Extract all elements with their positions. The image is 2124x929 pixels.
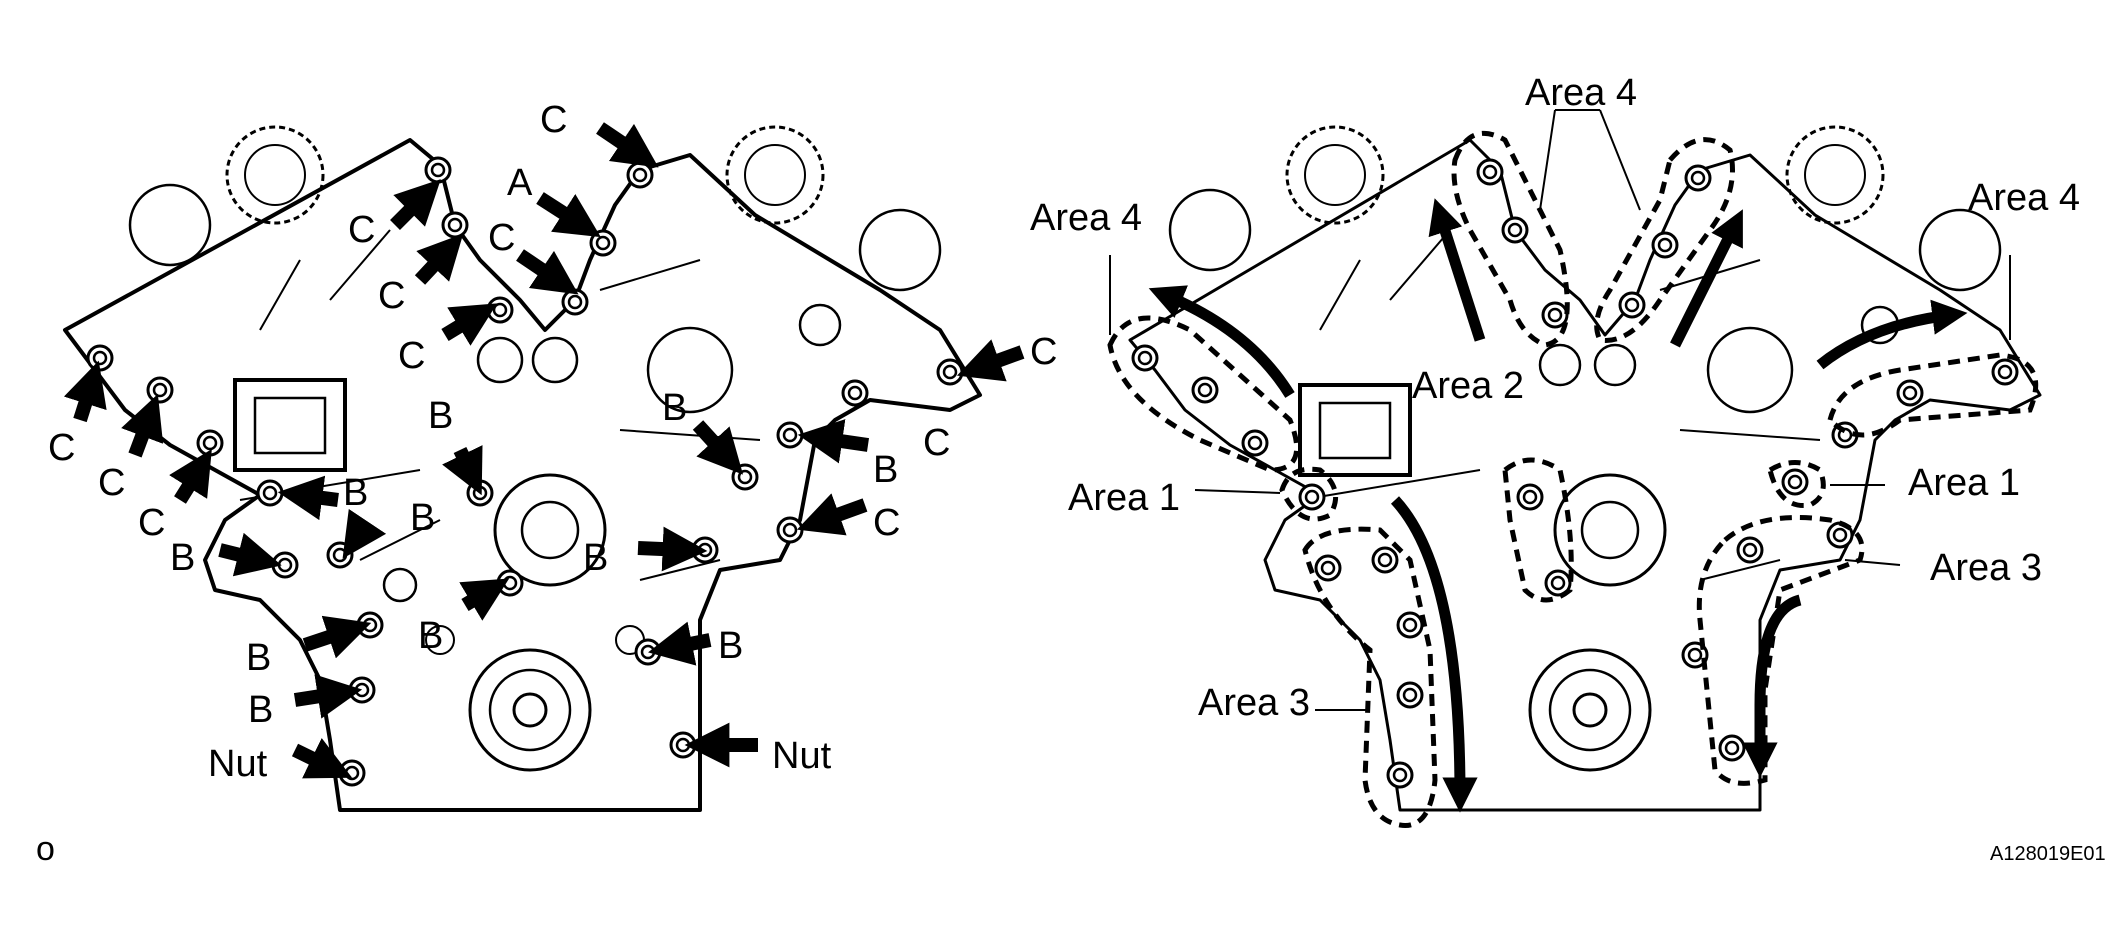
area-1-left-enclosure xyxy=(1279,466,1339,522)
area-1-right-enclosure xyxy=(1767,460,1826,509)
callout-a: A xyxy=(507,162,533,204)
area-4-label: Area 4 xyxy=(1968,177,2080,219)
callout-nut: Nut xyxy=(772,735,832,777)
left-engine-drawing: C A C C C C C C C C C B B B B B B C B B … xyxy=(48,99,1057,812)
right-timing-cover-outline xyxy=(1128,138,2042,812)
callout-c: C xyxy=(873,502,900,544)
area-4-right-enclosure xyxy=(1827,352,2039,438)
callout-c: C xyxy=(1030,331,1057,373)
area-4-right-arrow xyxy=(1816,299,1968,370)
figure-code: A128019E01 xyxy=(1990,843,2106,865)
callout-c: C xyxy=(540,99,567,141)
callout-c: C xyxy=(378,275,405,317)
callout-c: C xyxy=(488,217,515,259)
area-4-left-arrow xyxy=(1148,285,1295,398)
area-3-label: Area 3 xyxy=(1930,547,2042,589)
left-callout-labels: C A C C C C C C C C C B B B B B B C B B … xyxy=(48,99,1057,785)
area-1-label: Area 1 xyxy=(1908,462,2020,504)
area-3-right-arrow xyxy=(1742,594,1802,778)
callout-b: B xyxy=(583,537,608,579)
figure-index-label: o xyxy=(36,830,55,868)
callout-b: B xyxy=(428,395,453,437)
callout-c: C xyxy=(398,335,425,377)
area-3-left-arrow xyxy=(1390,496,1478,813)
left-callout-arrows xyxy=(63,122,1025,779)
callout-nut: Nut xyxy=(208,743,268,785)
callout-b: B xyxy=(343,472,368,514)
area-4-center-left-enclosure xyxy=(1451,130,1570,348)
callout-c: C xyxy=(923,422,950,464)
callout-b: B xyxy=(170,537,195,579)
right-cam-sprocket-right xyxy=(1785,125,1885,225)
callout-b: B xyxy=(410,497,435,539)
callout-b: B xyxy=(718,625,743,667)
area-2-label: Area 2 xyxy=(1412,365,1524,407)
left-timing-cover-outline xyxy=(63,138,982,812)
area-leader-lines xyxy=(1109,109,2011,711)
callout-c: C xyxy=(138,502,165,544)
area-4-center-left-arrow xyxy=(1428,198,1486,342)
callout-c: C xyxy=(98,462,125,504)
callout-c: C xyxy=(48,427,75,469)
area-enclosures xyxy=(1107,130,2039,828)
area-4-center-right-arrow xyxy=(1670,209,1743,348)
area-3-right-enclosure xyxy=(1696,515,1865,786)
left-cam-sprocket-right xyxy=(725,125,825,225)
tightening-arrows xyxy=(1148,198,1968,813)
area-1-label: Area 1 xyxy=(1068,477,1180,519)
area-labels: Area 4 Area 4 Area 4 Area 2 Area 1 Area … xyxy=(1030,72,2080,724)
area-3-left-enclosure xyxy=(1302,526,1438,828)
right-cam-sprocket-left xyxy=(1285,125,1385,225)
right-engine-drawing: Area 4 Area 4 Area 4 Area 2 Area 1 Area … xyxy=(1030,72,2080,828)
callout-b: B xyxy=(418,615,443,657)
area-3-label: Area 3 xyxy=(1198,682,1310,724)
area-4-left-enclosure xyxy=(1107,315,1300,473)
area-4-label: Area 4 xyxy=(1030,197,1142,239)
callout-b: B xyxy=(248,689,273,731)
callout-b: B xyxy=(246,637,271,679)
callout-c: C xyxy=(348,209,375,251)
area-4-label: Area 4 xyxy=(1525,72,1637,114)
left-cam-sprocket-left xyxy=(225,125,325,225)
callout-b: B xyxy=(873,449,898,491)
callout-b: B xyxy=(662,387,687,429)
